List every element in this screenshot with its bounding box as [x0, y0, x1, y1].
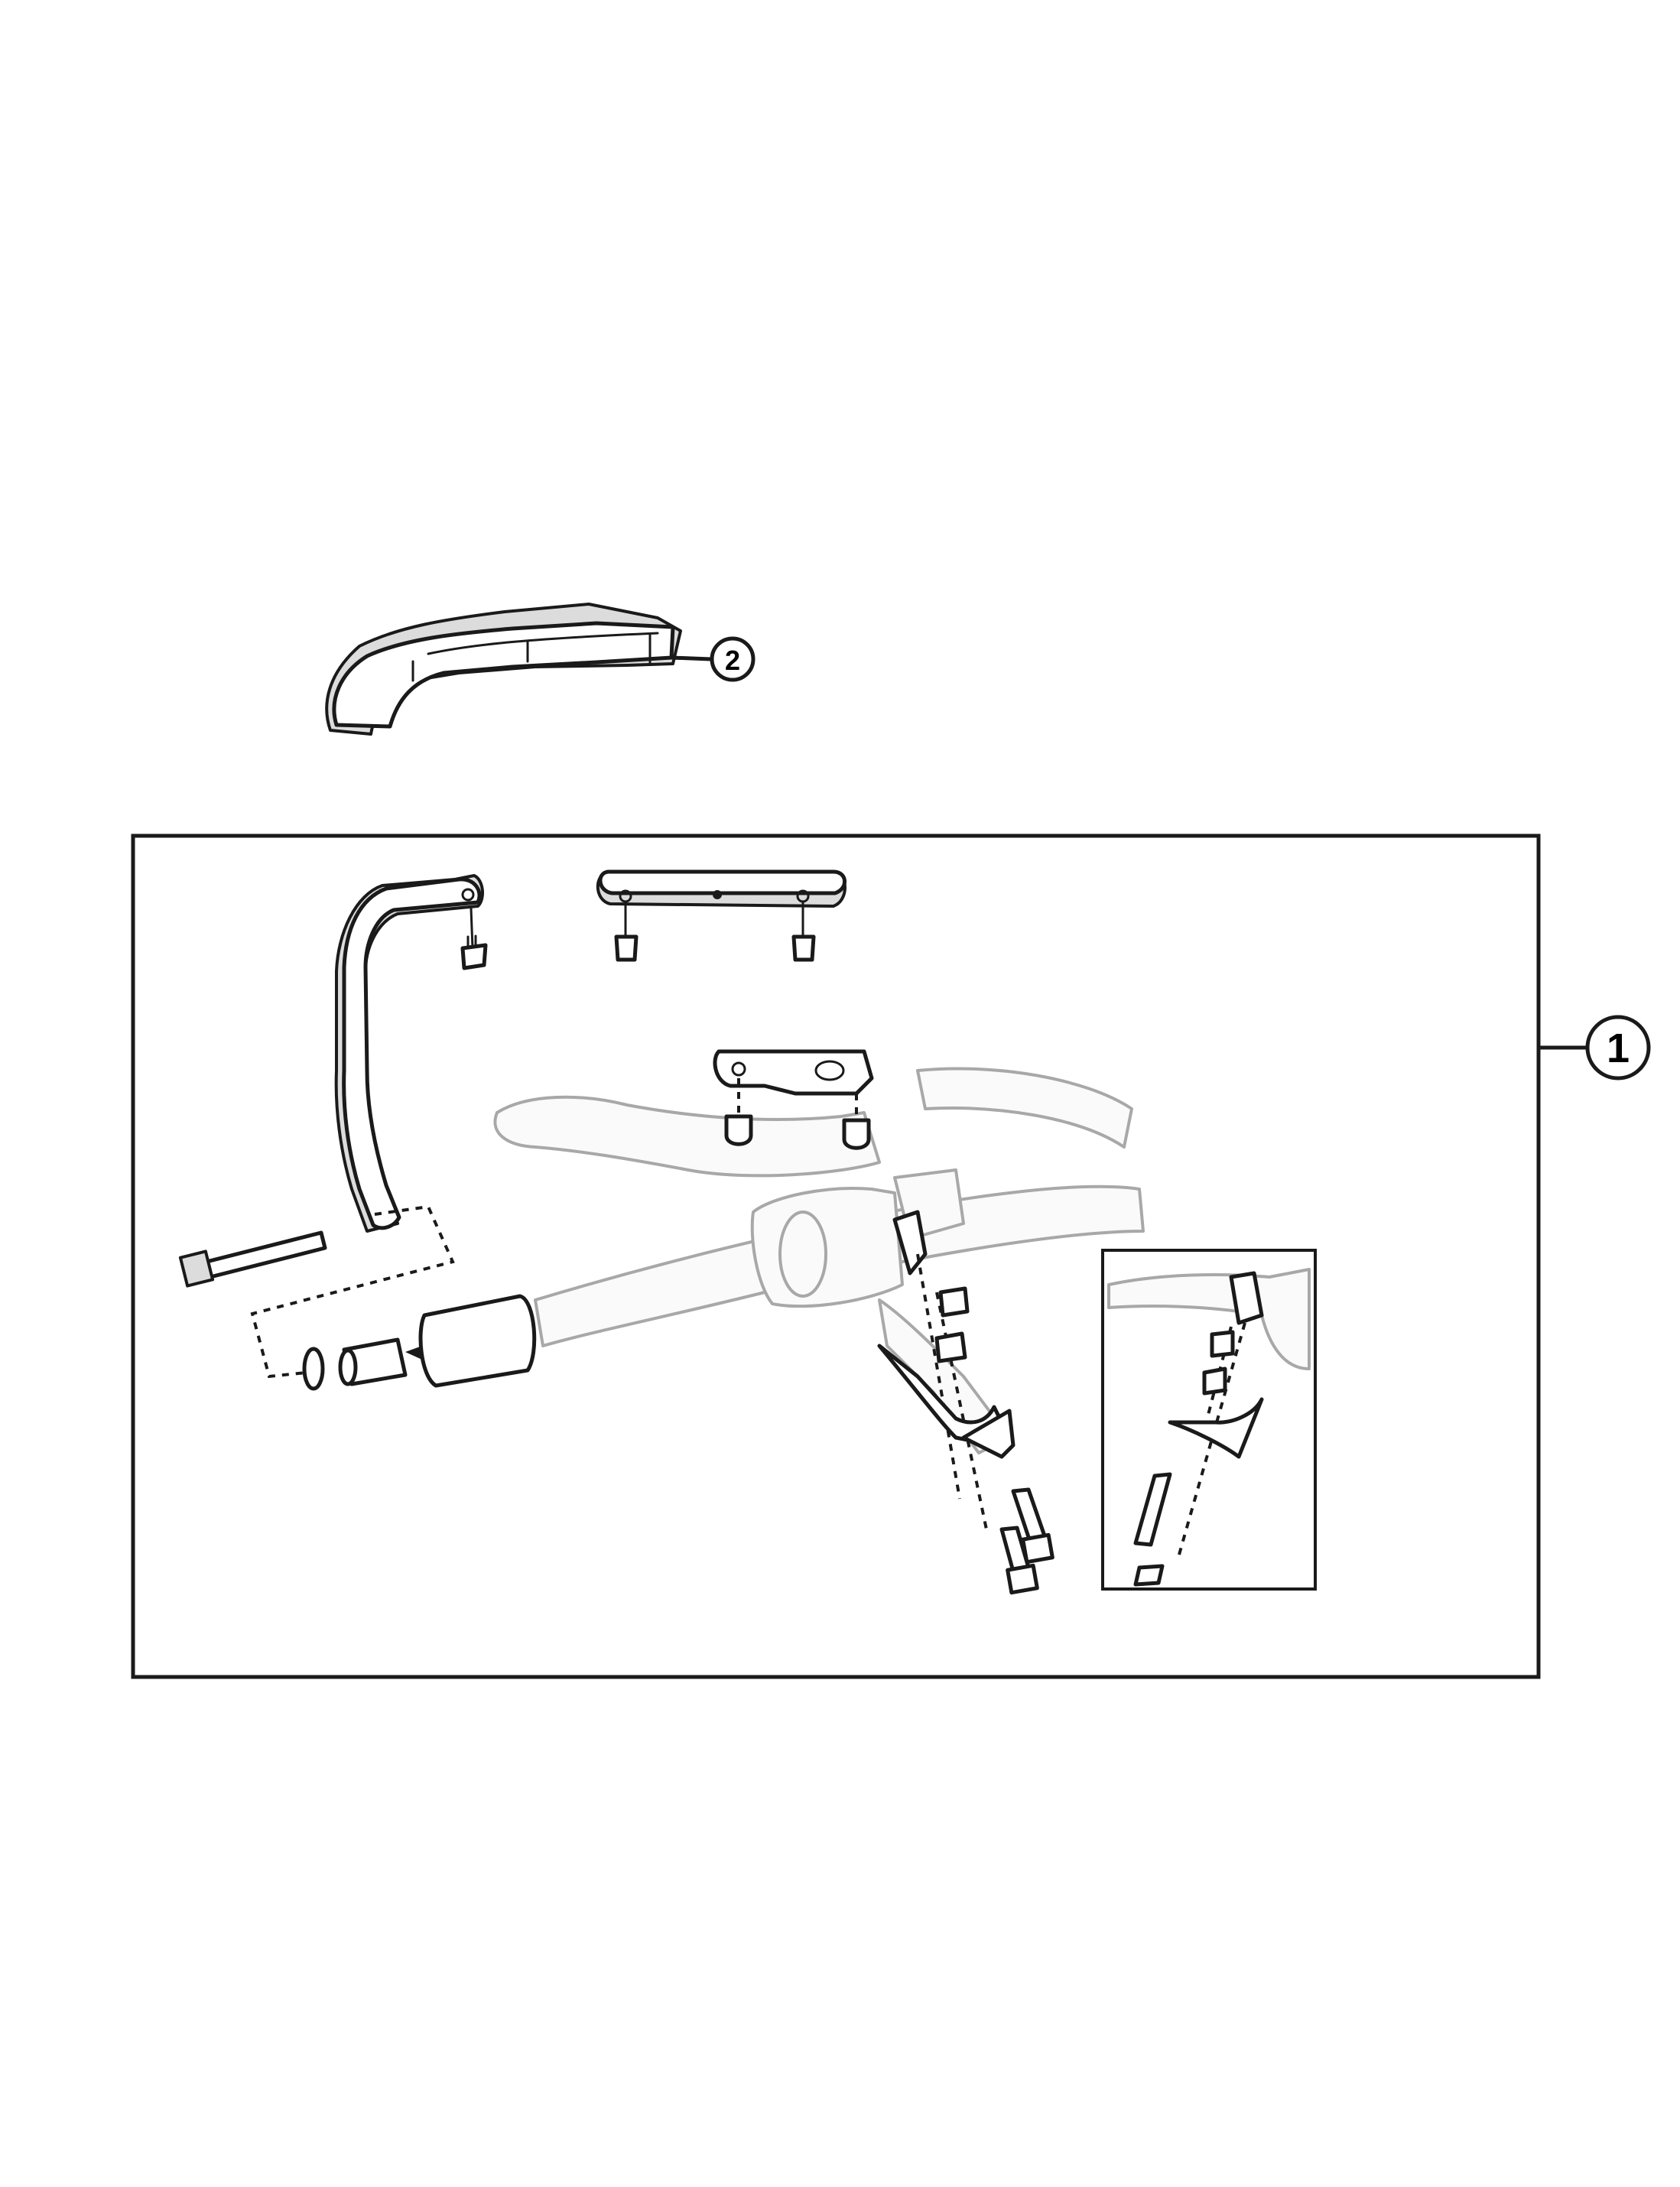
lever-bracket — [713, 1049, 874, 1096]
bar-end-dashed — [250, 1204, 455, 1379]
screw-icon — [791, 901, 816, 962]
inset-detail — [1101, 1249, 1317, 1591]
bolt-icon — [724, 1078, 753, 1146]
callout-1-label: 1 — [1607, 1025, 1630, 1071]
bolt-icon — [999, 1526, 1039, 1595]
bar-end-bolt — [178, 1230, 327, 1288]
bar-end-weight — [405, 1294, 537, 1388]
callout-1: 1 — [1536, 1015, 1651, 1081]
callout-circle-icon — [1585, 1015, 1651, 1081]
callout-2: 2 — [710, 636, 756, 682]
mounting-plate — [596, 869, 846, 908]
callout-circle-icon — [710, 636, 756, 682]
kit-frame — [131, 834, 1541, 1679]
handguard-arm — [334, 874, 484, 1233]
spacer-icon — [338, 1337, 408, 1386]
handlebar-context — [493, 1067, 1145, 1454]
bolt-icon — [842, 1094, 871, 1150]
handguard-shell — [325, 603, 713, 736]
screw-icon — [614, 901, 639, 962]
bolt-icon — [1011, 1487, 1054, 1565]
callout-2-label: 2 — [725, 645, 740, 676]
washer-icon — [302, 1347, 325, 1391]
lower-clamp — [877, 1210, 1015, 1530]
screw-icon — [460, 907, 488, 970]
